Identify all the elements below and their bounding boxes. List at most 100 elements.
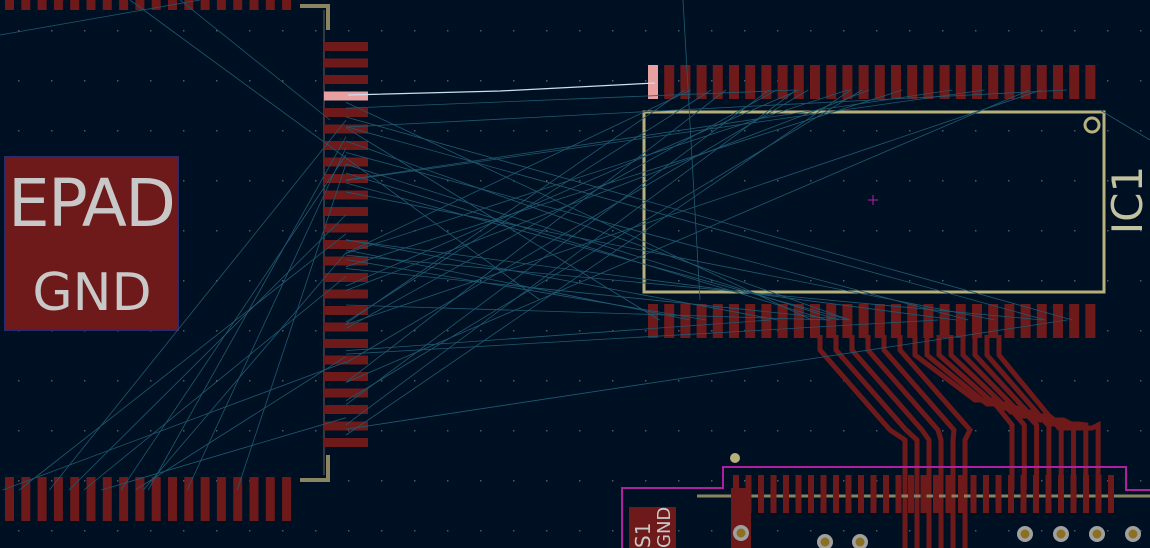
pad[interactable] <box>810 65 820 99</box>
trace[interactable] <box>960 335 1064 490</box>
epad[interactable]: EPAD GND <box>4 156 179 331</box>
pad[interactable] <box>920 475 927 513</box>
pad[interactable] <box>770 475 777 513</box>
pad[interactable] <box>783 475 789 513</box>
pad[interactable] <box>808 475 814 513</box>
pad[interactable] <box>1020 65 1031 99</box>
pad[interactable] <box>324 58 368 68</box>
pad[interactable] <box>793 65 804 99</box>
pad[interactable] <box>216 0 226 10</box>
pad[interactable] <box>21 477 31 521</box>
pad[interactable] <box>324 322 368 332</box>
pad[interactable] <box>761 65 772 99</box>
pad[interactable] <box>324 289 368 299</box>
pad[interactable] <box>1070 475 1077 513</box>
pad[interactable] <box>1045 475 1052 513</box>
pad[interactable] <box>102 477 112 521</box>
pad[interactable] <box>184 477 194 521</box>
pad[interactable] <box>1108 475 1114 513</box>
pad[interactable] <box>955 65 966 99</box>
pad[interactable] <box>648 65 658 99</box>
pad[interactable] <box>324 306 368 315</box>
pad[interactable] <box>324 388 368 398</box>
pad[interactable] <box>1058 475 1064 513</box>
pad[interactable] <box>135 477 145 521</box>
pad[interactable] <box>995 475 1002 513</box>
pad[interactable] <box>988 65 999 99</box>
pad[interactable] <box>1053 65 1063 99</box>
pad[interactable] <box>845 475 852 513</box>
pad[interactable] <box>858 65 869 99</box>
trace[interactable] <box>984 335 1089 490</box>
pad[interactable] <box>761 304 772 338</box>
pad[interactable] <box>282 477 292 521</box>
pad[interactable] <box>1095 475 1102 513</box>
pad[interactable] <box>696 304 707 338</box>
pad[interactable] <box>249 0 259 10</box>
pad[interactable] <box>86 0 96 10</box>
pad[interactable] <box>826 65 837 99</box>
trace[interactable] <box>817 335 908 548</box>
pad[interactable] <box>216 477 226 521</box>
pad[interactable] <box>680 65 691 99</box>
pad[interactable] <box>923 304 934 338</box>
pad[interactable] <box>970 475 977 513</box>
pad[interactable] <box>324 75 368 84</box>
pad[interactable] <box>324 421 368 431</box>
pad[interactable] <box>5 0 14 10</box>
pad[interactable] <box>1085 65 1096 99</box>
pad[interactable] <box>972 65 982 99</box>
pad[interactable] <box>324 223 368 233</box>
pad[interactable] <box>908 475 914 513</box>
pad[interactable] <box>37 477 47 521</box>
pad[interactable] <box>37 0 47 10</box>
pad[interactable] <box>282 0 292 10</box>
pad[interactable] <box>265 0 275 10</box>
trace[interactable] <box>996 335 1101 490</box>
trace[interactable] <box>865 335 944 548</box>
pad[interactable] <box>820 475 827 513</box>
pad[interactable] <box>842 65 853 99</box>
pad[interactable] <box>324 355 368 365</box>
pad[interactable] <box>883 475 889 513</box>
ic1-footprint[interactable]: IC1 <box>642 65 1150 338</box>
pad[interactable] <box>53 477 63 521</box>
pad[interactable] <box>712 304 723 338</box>
pad[interactable] <box>858 304 869 338</box>
pad[interactable] <box>955 304 966 338</box>
pad[interactable] <box>923 65 934 99</box>
pad[interactable] <box>874 65 885 99</box>
pad[interactable] <box>200 477 210 521</box>
trace[interactable] <box>849 335 932 548</box>
pad[interactable] <box>648 304 658 338</box>
trace[interactable] <box>881 335 957 548</box>
pad[interactable] <box>1020 475 1027 513</box>
pad[interactable] <box>324 207 368 216</box>
pad[interactable] <box>1085 304 1096 338</box>
pad[interactable] <box>324 141 368 150</box>
pad[interactable] <box>151 0 161 10</box>
pad[interactable] <box>324 42 368 51</box>
pad[interactable] <box>324 256 368 266</box>
pad[interactable] <box>793 304 804 338</box>
pad[interactable] <box>939 304 950 338</box>
pad[interactable] <box>233 477 243 521</box>
pad[interactable] <box>795 475 802 513</box>
pad[interactable] <box>680 304 691 338</box>
switch-s1-pad[interactable]: S1 GND <box>629 507 676 548</box>
pad[interactable] <box>833 475 839 513</box>
connector-footprint[interactable] <box>697 453 1150 548</box>
pad[interactable] <box>151 477 161 521</box>
pad[interactable] <box>874 304 885 338</box>
pad[interactable] <box>972 304 982 338</box>
pad[interactable] <box>729 65 739 99</box>
pad[interactable] <box>1083 475 1089 513</box>
pad[interactable] <box>842 304 853 338</box>
pad[interactable] <box>1069 65 1080 99</box>
pad[interactable] <box>729 304 739 338</box>
pad[interactable] <box>119 477 129 521</box>
pad[interactable] <box>1036 65 1047 99</box>
pad[interactable] <box>907 304 918 338</box>
